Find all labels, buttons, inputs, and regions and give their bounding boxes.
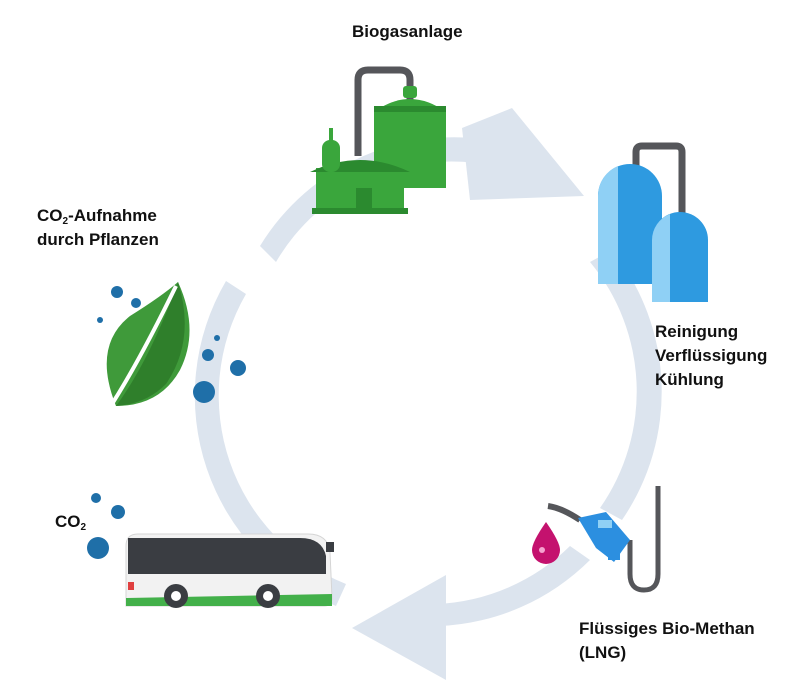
leaf-icon <box>106 282 190 406</box>
co2-bubbles-icon <box>97 286 246 403</box>
label-plants: CO2-Aufnahme durch Pflanzen <box>37 204 159 252</box>
label-plants-co: CO <box>37 206 63 225</box>
label-reinigung: Reinigung <box>655 322 739 341</box>
label-plants-line1: CO2-Aufnahme <box>37 204 159 228</box>
label-lng-line2: (LNG) <box>579 643 627 662</box>
fuel-nozzle-icon <box>547 486 661 593</box>
label-verfluessigung: Verflüssigung <box>655 346 768 365</box>
label-lng: Flüssiges Bio-Methan (LNG) <box>579 617 755 665</box>
storage-tanks-icon <box>597 142 708 302</box>
label-bus-co2-sub: 2 <box>80 522 87 533</box>
label-plants-sub: 2 <box>62 216 69 227</box>
bus-co2-bubbles-icon <box>87 493 125 559</box>
drop-highlight <box>539 547 545 553</box>
biogas-plant-icon <box>310 66 446 214</box>
liquid-drop-icon <box>532 522 560 564</box>
bus-icon <box>125 533 334 608</box>
label-biogasanlage: Biogasanlage <box>352 20 463 44</box>
label-cleaning: Reinigung Verflüssigung Kühlung <box>655 320 767 392</box>
label-plants-rest: -Aufnahme <box>68 206 157 225</box>
label-bus-co2: CO2 <box>55 510 86 534</box>
label-lng-line1: Flüssiges Bio-Methan <box>579 619 755 638</box>
label-bus-co2-main: CO <box>55 512 81 531</box>
label-plants-line2: durch Pflanzen <box>37 230 159 249</box>
label-kuehlung: Kühlung <box>655 370 724 389</box>
label-biogasanlage-text: Biogasanlage <box>352 22 463 41</box>
cycle-arrow <box>194 108 662 680</box>
